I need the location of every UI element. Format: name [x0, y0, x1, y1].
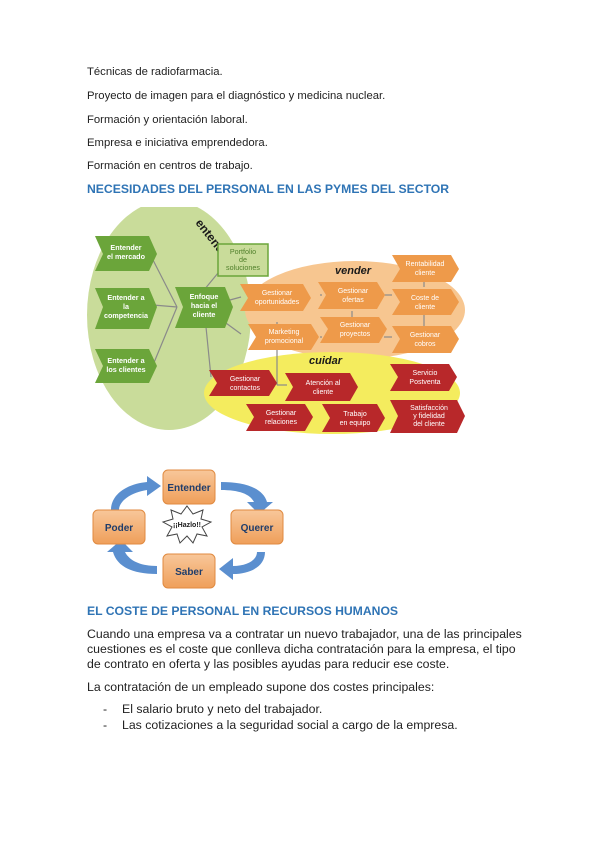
group-label-cuidar: cuidar [309, 355, 343, 367]
cycle-label-saber: Saber [175, 567, 203, 578]
box-label: Entender [110, 243, 141, 252]
hazlo-label: ¡¡Hazlo!! [173, 522, 201, 529]
box-label: Rentabilidad [406, 261, 445, 268]
arrow-icon [111, 476, 161, 510]
orange-boxes [240, 255, 459, 353]
red-boxes [209, 364, 465, 433]
bullet-text: El salario bruto y neto del trabajador. [122, 702, 323, 716]
cycle-arrows [107, 476, 273, 580]
arrow-icon [107, 540, 157, 574]
cycle-label-querer: Querer [241, 523, 274, 534]
arrow-icon [221, 482, 273, 514]
box-label: Gestionar [262, 290, 293, 297]
box-label: Entender a [107, 356, 145, 365]
section-heading-needs: NECESIDADES DEL PERSONAL EN LAS PYMES DE… [87, 182, 450, 196]
box-label: Satisfacción [410, 405, 448, 412]
process-diagram: entender vender cuidar [87, 207, 465, 434]
paragraph-line: Cuando una empresa va a contratar un nue… [87, 627, 522, 641]
bullet-item: -Las cotizaciones a la seguridad social … [103, 718, 458, 732]
bullet-marker: - [103, 702, 108, 716]
box-label: Gestionar [410, 332, 441, 339]
cost-paragraph: Cuando una empresa va a contratar un nue… [87, 627, 527, 672]
intro-line: Técnicas de radiofarmacia. [87, 66, 223, 78]
cycle-box-querer [230, 509, 284, 545]
bullet-marker: - [103, 718, 108, 732]
intro-line: Proyecto de imagen para el diagnóstico y… [87, 90, 386, 102]
group-label-vender: vender [335, 265, 372, 277]
box-label: Marketing [269, 329, 300, 336]
cycle-label-poder: Poder [105, 523, 133, 534]
box-label: Portfolio [230, 247, 256, 256]
bullet-text: Las cotizaciones a la seguridad social a… [122, 718, 458, 732]
box-label: Gestionar [338, 288, 369, 295]
paragraph-line: cuestiones es el coste que conlleva dich… [87, 642, 516, 656]
box-label: Gestionar [340, 322, 371, 329]
box-label: Atención al [306, 380, 341, 387]
cycle-label-entender: Entender [167, 483, 210, 494]
hazlo-burst [161, 505, 213, 544]
box-label: Servicio [413, 370, 438, 377]
intro-line: Formación en centros de trabajo. [87, 160, 253, 172]
box-label: Gestionar [230, 376, 261, 383]
intro-line: Empresa e iniciativa emprendedora. [87, 137, 268, 149]
cycle-box-entender [162, 469, 216, 505]
box-label: Trabajo [343, 411, 367, 418]
arrow-icon [219, 552, 265, 580]
intro-line: Formación y orientación laboral. [87, 114, 248, 126]
box-label: Coste de [411, 295, 439, 302]
cycle-box-saber [162, 553, 216, 589]
box-label: Entender a [107, 293, 145, 302]
cost-intro-paragraph: La contratación de un empleado supone do… [87, 680, 435, 694]
box-label: Gestionar [266, 410, 297, 417]
paragraph-line: de contrato en oferta y las posibles ayu… [87, 657, 450, 671]
section-heading-cost: EL COSTE DE PERSONAL EN RECURSOS HUMANOS [87, 604, 399, 618]
cycle-box-poder [92, 509, 146, 545]
green-boxes [95, 236, 269, 383]
box-label: Enfoque [190, 292, 219, 301]
cycle-diagram: ¡¡Hazlo!! Entender Querer Saber Poder [92, 469, 284, 589]
bullet-item: -El salario bruto y neto del trabajador. [103, 702, 322, 716]
